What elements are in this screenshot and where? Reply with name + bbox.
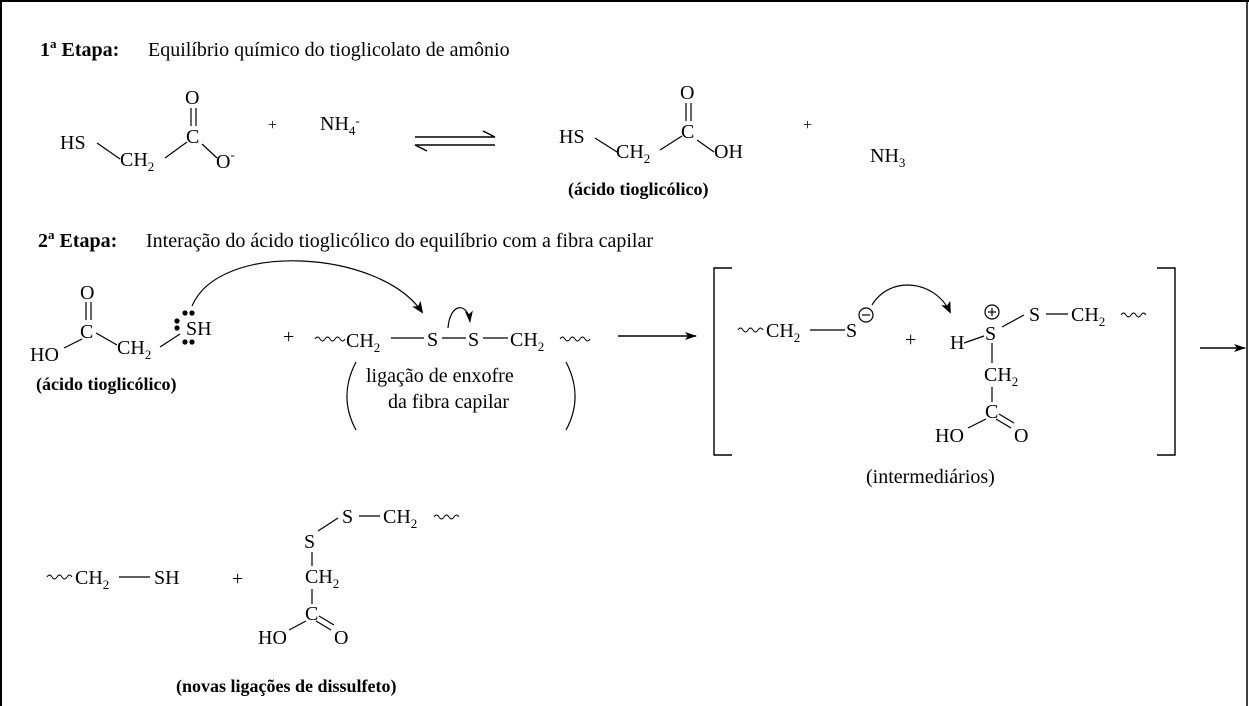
eq3-sh: SH <box>154 567 180 589</box>
wavy-bond-icon <box>433 514 460 520</box>
bond <box>967 418 987 429</box>
double-bond <box>998 413 1015 424</box>
lone-pair-dots <box>174 310 195 345</box>
eq3-s1: S <box>304 531 315 553</box>
equilibrium-arrow-reverse-head <box>414 144 428 152</box>
eq3-oxygen: O <box>334 627 348 649</box>
eq3-ch2: CH2 <box>75 567 109 592</box>
equilibrium-arrow-forward-head <box>482 130 496 138</box>
bond <box>696 139 715 153</box>
bond <box>159 333 181 348</box>
nucleophilic-attack-arrow <box>191 260 424 314</box>
eq2-ho: HO <box>30 344 59 366</box>
wavy-bond-icon <box>559 336 591 342</box>
eq2-ch2: CH2 <box>117 337 151 362</box>
eq2-int-s-minus: S <box>846 320 857 342</box>
proton-transfer-arrow <box>871 284 951 314</box>
equation3: CH2 SH + S S CH2 CH2 C HO O (novas ligaç… <box>46 506 460 697</box>
eq3-ho: HO <box>258 627 287 649</box>
bond <box>95 332 118 346</box>
paren-left <box>346 361 357 431</box>
eq2-int-ch2-down: CH2 <box>984 364 1018 389</box>
bond <box>594 137 618 153</box>
bond <box>288 620 307 631</box>
bond <box>963 335 985 344</box>
eq3-ch2-right: CH2 <box>383 506 417 531</box>
eq1-carbon-2: C <box>681 121 694 143</box>
eq2-sh: SH <box>186 318 212 340</box>
eq2-fiber-ch2-left: CH2 <box>346 330 380 355</box>
eq3-s2: S <box>342 506 353 528</box>
eq1-o-minus: O- <box>216 147 235 173</box>
wavy-bond-icon <box>1120 312 1147 318</box>
wavy-bond-icon <box>314 336 346 342</box>
eq1-hs-2: HS <box>559 126 585 148</box>
bond-cleavage-arrow <box>447 307 473 329</box>
eq1-ch2-2: CH2 <box>616 141 650 166</box>
eq2-plus: + <box>283 326 294 348</box>
step1-description: Equilíbrio químico do tioglicolato de am… <box>148 39 510 61</box>
eq1-oh: OH <box>714 141 743 163</box>
eq1-ch2: CH2 <box>120 149 154 174</box>
bracket-right <box>1157 267 1176 456</box>
eq3-carbon: C <box>305 603 318 625</box>
eq1-nh3: NH3 <box>870 145 905 170</box>
eq2-fiber-label-2: da fibra capilar <box>388 391 509 413</box>
eq1-oxygen-2: O <box>680 82 694 104</box>
eq1-hs: HS <box>60 132 86 154</box>
bond <box>1001 314 1025 328</box>
eq2-int-ch2: CH2 <box>766 320 800 345</box>
eq1-plus-2: + <box>803 117 812 134</box>
eq1-nh4: NH4- <box>320 113 360 138</box>
eq3-plus: + <box>232 568 243 590</box>
double-bond <box>315 620 332 631</box>
eq1-plus-1: + <box>268 117 277 134</box>
bond <box>317 517 339 532</box>
eq2-s-right: S <box>468 329 479 351</box>
eq2-fiber-label-1: ligação de enxofre <box>366 365 514 387</box>
eq1-carbon: C <box>186 126 199 148</box>
eq2-int-plus: + <box>905 329 916 351</box>
wavy-bond-icon <box>46 574 73 580</box>
double-bond <box>995 418 1012 429</box>
equation1: HS CH2 C O O- + NH4- HS CH2 C O OH + NH3… <box>60 82 905 200</box>
eq2-oxygen: O <box>80 282 94 304</box>
bond <box>201 143 218 159</box>
eq1-oxygen: O <box>185 87 199 109</box>
eq2-acid-label: (ácido tioglicólico) <box>36 374 176 395</box>
eq2-fiber-ch2-right: CH2 <box>510 329 544 354</box>
step2-description: Interação do ácido tioglicólico do equil… <box>146 230 653 252</box>
eq2-int-ch2-right: CH2 <box>1071 304 1105 329</box>
bond <box>63 338 83 349</box>
bond <box>164 141 188 159</box>
eq2-int-ho: HO <box>935 425 964 447</box>
bond <box>659 135 683 151</box>
eq2-int-h: H <box>950 332 964 354</box>
eq2-int-oxygen: O <box>1014 425 1028 447</box>
positive-charge-icon <box>984 304 1000 320</box>
equation2: O C HO CH2 SH (ácido tioglicólico) + CH2… <box>30 260 1246 488</box>
double-bond <box>318 615 335 626</box>
negative-charge-icon <box>858 307 874 323</box>
eq2-carbon: C <box>80 321 93 343</box>
eq2-int-s-plus: S <box>985 323 996 345</box>
eq3-ch2-down: CH2 <box>305 566 339 591</box>
bond <box>96 142 121 160</box>
wavy-bond-icon <box>737 327 764 333</box>
eq2-s-left: S <box>427 329 438 351</box>
eq2-intermediates-label: (intermediários) <box>866 466 995 488</box>
eq2-int-carbon: C <box>985 401 998 423</box>
eq1-product-label: (ácido tioglicólico) <box>568 179 708 200</box>
bracket-left <box>713 267 732 456</box>
eq3-product-label: (novas ligações de dissulfeto) <box>176 676 397 697</box>
eq2-int-s2: S <box>1029 304 1040 326</box>
paren-right <box>565 361 576 431</box>
